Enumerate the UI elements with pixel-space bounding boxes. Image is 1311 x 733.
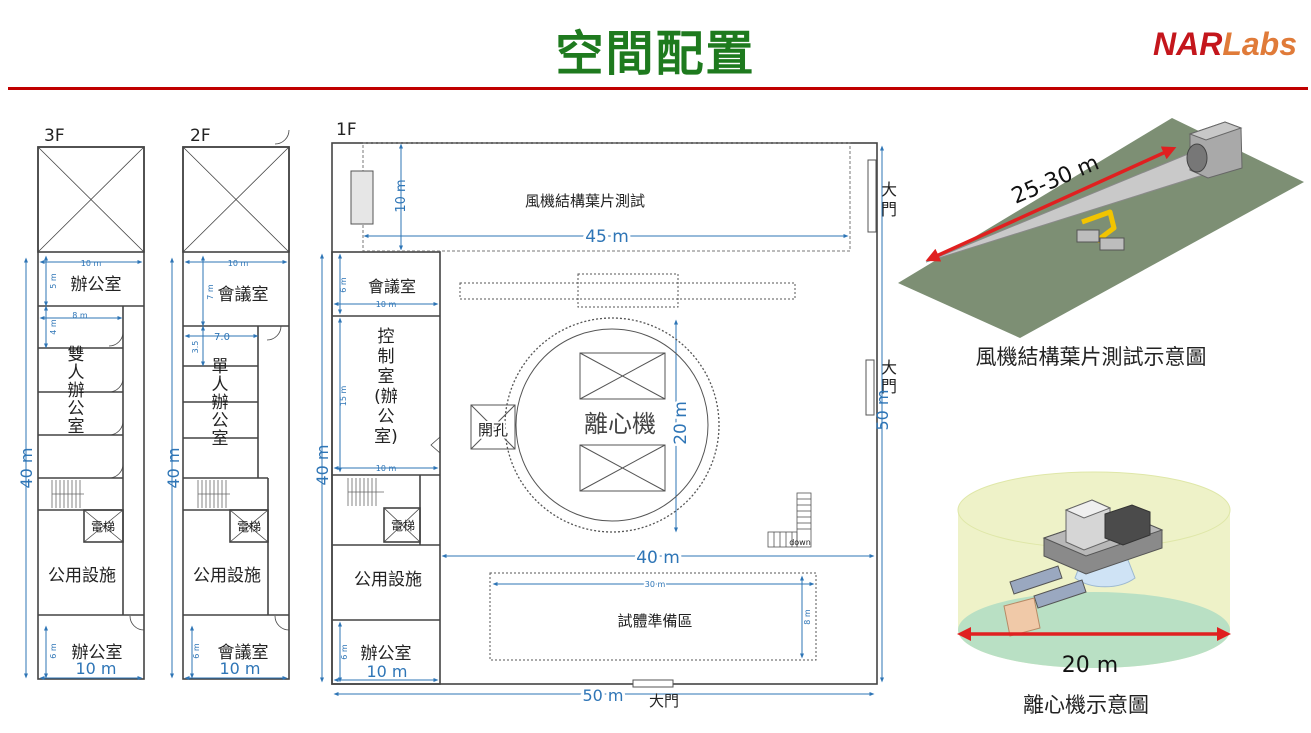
1f-control-3: 室 (378, 367, 395, 387)
logo-labs: Labs (1222, 26, 1297, 62)
2f-dim-35: 3.5 (191, 341, 200, 354)
2f-dim-70: 7.0 (214, 332, 230, 343)
3f-office-top: 辦公室 (71, 275, 122, 295)
3f-office-bottom: 辦公室 (72, 643, 123, 663)
3f-dim-top: 10 m (81, 259, 102, 268)
3f-dim-width: 10 m (75, 659, 116, 678)
2f-single-office-2: 人 (212, 375, 229, 395)
3f-dual-office-3: 辦 (68, 381, 85, 401)
1f-gate-right-top-1: 大 (881, 180, 897, 199)
3f-dual-office-1: 雙 (68, 345, 85, 365)
3f-elevator: 電梯 (91, 520, 115, 534)
page-title: 空間配置 (555, 26, 756, 82)
1f-control-2: 制 (378, 347, 395, 367)
narlabs-logo: NARLabs (1153, 26, 1297, 63)
2f-single-office-5: 室 (212, 429, 229, 449)
1f-prep-area: 試體準備區 (617, 612, 692, 630)
1f-office: 辦公室 (361, 644, 412, 664)
3f-dim-6m: 6 m (49, 643, 58, 659)
centrifuge-dim: 20 m (1062, 653, 1118, 678)
centrifuge-caption: 離心機示意圖 (1023, 693, 1149, 717)
floor-3f: 3F (17, 126, 145, 680)
2f-dim-6m: 6 m (192, 643, 201, 659)
2f-facilities: 公用設施 (193, 566, 261, 586)
1f-dim-10-office: 10 m (366, 662, 407, 681)
1f-blade-test: 風機結構葉片測試 (525, 192, 645, 210)
1f-control-5: 公 (378, 407, 395, 427)
1f-centrifuge: 離心機 (584, 410, 656, 438)
1f-gate-right-mid-1: 大 (881, 358, 897, 377)
1f-control-6: 室) (374, 427, 398, 447)
centrifuge-illustration: 20 m 離心機示意圖 (957, 471, 1231, 717)
1f-dim-50-bottom: 50 m (582, 686, 623, 705)
3f-dual-office-5: 室 (68, 417, 85, 437)
2f-single-office-1: 單 (212, 357, 229, 377)
floor-label-3f: 3F (44, 126, 65, 146)
floor-1f: 1F 風機結構葉片測試 (313, 120, 897, 710)
3f-dim-height: 40 m (17, 447, 36, 488)
3f-dim-4m: 4 m (49, 319, 58, 335)
2f-meeting-bottom: 會議室 (218, 643, 269, 663)
blade-caption: 風機結構葉片測試示意圖 (976, 345, 1207, 369)
1f-gate-bottom: 大門 (649, 692, 679, 710)
2f-dim-width: 10 m (219, 659, 260, 678)
1f-facilities: 公用設施 (354, 570, 422, 590)
2f-dim-top: 10 m (228, 259, 249, 268)
floor-label-1f: 1F (336, 120, 357, 140)
1f-gate-right-mid-2: 門 (881, 377, 897, 396)
1f-dim-50-right: 50 m (873, 389, 892, 430)
2f-elevator: 電梯 (237, 520, 261, 534)
1f-dim-6m-meeting: 6 m (339, 277, 348, 293)
1f-control-4: (辦 (374, 387, 398, 407)
1f-dim-20: 20 m (671, 401, 691, 445)
1f-dim-30: 30 m (645, 580, 666, 589)
3f-facilities: 公用設施 (48, 566, 116, 586)
floor-2f: 2F 會議室 (164, 126, 290, 680)
1f-gate-right-top-2: 門 (881, 200, 897, 219)
1f-control-1: 控 (378, 327, 395, 347)
header-divider (8, 87, 1308, 90)
blade-test-illustration: 25-30 m 風機結構葉片測試示意圖 (898, 118, 1304, 369)
3f-dual-office-4: 公 (68, 399, 85, 419)
1f-dim-10-control: 10 m (376, 464, 397, 473)
2f-dim-7m: 7 m (206, 284, 215, 300)
1f-dim-10-vertical: 10 m (394, 179, 409, 212)
1f-dim-6m-office: 6 m (340, 644, 349, 660)
1f-elevator: 電梯 (391, 519, 415, 533)
1f-dim-40-mid: 40 m (636, 548, 680, 568)
2f-single-office-3: 辦 (212, 393, 229, 413)
3f-dim-5m: 5 m (49, 273, 58, 289)
2f-meeting-top: 會議室 (218, 285, 269, 305)
1f-meeting: 會議室 (368, 277, 416, 296)
logo-nar: NAR (1152, 26, 1223, 62)
stairs-down (767, 492, 812, 548)
1f-dim-8m: 8 m (803, 609, 812, 625)
2f-dim-height: 40 m (164, 447, 183, 488)
1f-dim-15: 15 m (339, 386, 348, 407)
1f-opening: 開孔 (478, 421, 508, 439)
3f-dual-office-2: 人 (68, 363, 85, 383)
1f-down: down (789, 538, 811, 547)
1f-dim-40-left: 40 m (313, 444, 332, 485)
3f-dim-8m: 8 m (72, 311, 88, 320)
floor-label-2f: 2F (190, 126, 211, 146)
2f-single-office-4: 公 (212, 411, 229, 431)
1f-dim-45: 45 m (585, 227, 629, 247)
